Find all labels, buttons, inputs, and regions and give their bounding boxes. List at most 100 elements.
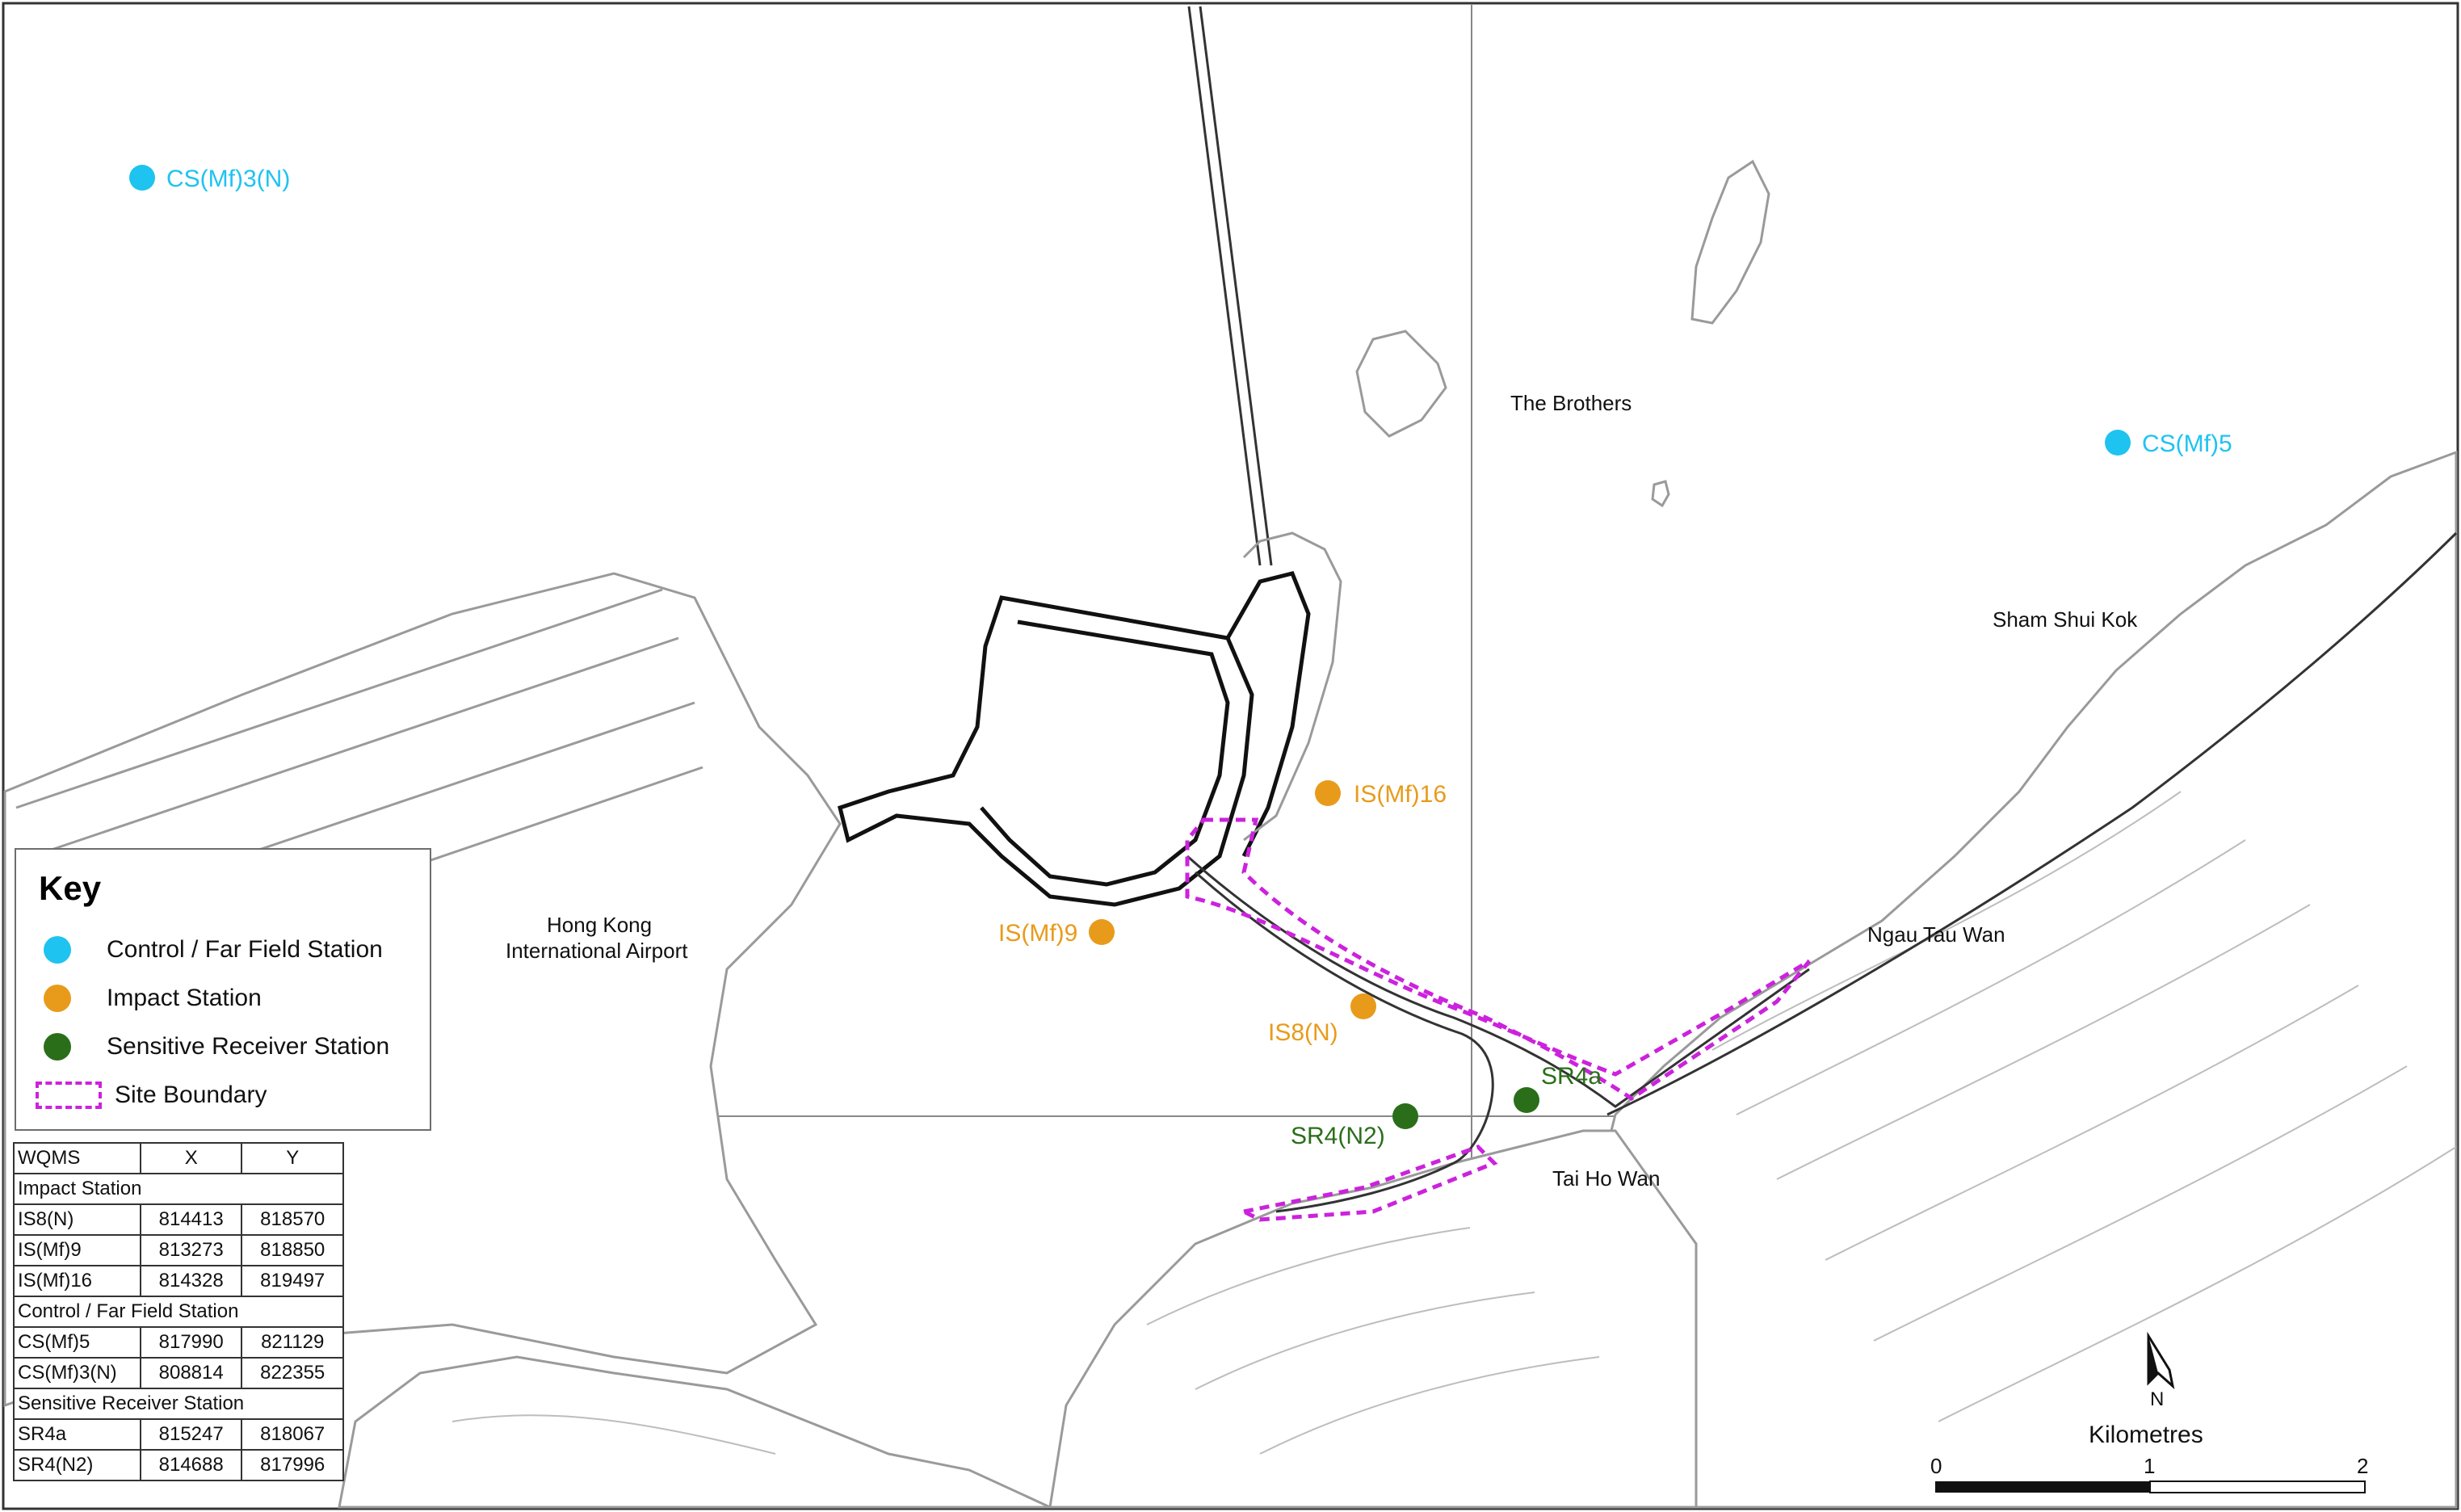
label-the-brothers: The Brothers — [1510, 391, 1632, 415]
reclamation-outline — [1242, 531, 1342, 842]
table-section-row: Impact Station — [13, 1173, 344, 1205]
station-label: IS(Mf)16 — [1354, 781, 1447, 808]
station-is8-n[interactable]: IS8(N) — [1268, 993, 1376, 1046]
bcf-island — [838, 571, 1311, 907]
table-cell: 817990 — [139, 1326, 243, 1359]
station-sr4-n2[interactable]: SR4(N2) — [1291, 1103, 1418, 1149]
brothers-south-islet — [1651, 480, 1670, 508]
key-item-label: Impact Station — [107, 985, 262, 1011]
table-cell: IS(Mf)16 — [13, 1265, 141, 1297]
station-cs-mf-3-n[interactable]: CS(Mf)3(N) — [129, 165, 290, 192]
station-label: CS(Mf)5 — [2142, 430, 2232, 457]
contour-lines — [451, 791, 2457, 1455]
table-cell: CS(Mf)5 — [13, 1326, 141, 1359]
site-boundary[interactable] — [1185, 817, 1811, 1222]
key-item-label: Site Boundary — [115, 1082, 267, 1108]
land-layer — [3, 159, 2458, 1509]
table-cell: CS(Mf)3(N) — [13, 1357, 141, 1389]
station-cs-mf-5[interactable]: CS(Mf)5 — [2105, 430, 2232, 457]
table-cell: 822355 — [241, 1357, 344, 1389]
north-arrow-icon: N — [2147, 1331, 2175, 1410]
scale-tick-0: 0 — [1930, 1454, 1942, 1478]
label-hk-airport-line2: International Airport — [506, 939, 688, 963]
table-cell: 813273 — [139, 1234, 243, 1266]
table-cell: SR4a — [13, 1418, 141, 1451]
station-is-mf-9[interactable]: IS(Mf)9 — [998, 919, 1115, 947]
scale-bar: Kilometres 0 1 2 — [1930, 1422, 2368, 1493]
table-cell: 808814 — [139, 1357, 243, 1389]
table-section-row: Control / Far Field Station — [13, 1296, 344, 1328]
control-station-icon — [44, 936, 71, 964]
station-label: SR4(N2) — [1291, 1123, 1385, 1149]
station-label: IS(Mf)9 — [998, 920, 1077, 947]
site-boundary-icon — [36, 1082, 102, 1109]
header-x: X — [139, 1142, 243, 1174]
label-hk-airport-line1: Hong Kong — [547, 913, 652, 937]
scale-tick-1: 1 — [2144, 1454, 2155, 1478]
station-sr4a[interactable]: SR4a — [1514, 1063, 1602, 1113]
table-cell: 814413 — [139, 1203, 243, 1236]
key-item-sensitive: Sensitive Receiver Station — [44, 1026, 389, 1068]
impact-station-icon — [44, 985, 71, 1012]
table-cell: IS8(N) — [13, 1203, 141, 1236]
station-is-mf-16[interactable]: IS(Mf)16 — [1315, 780, 1447, 808]
label-sham-shui-kok: Sham Shui Kok — [1993, 607, 2138, 632]
island-west — [1355, 330, 1447, 438]
key-item-control: Control / Far Field Station — [44, 929, 383, 971]
hzmb-bridge — [1187, 6, 1273, 566]
station-dot — [2105, 430, 2131, 456]
table-cell: 815247 — [139, 1418, 243, 1451]
table-cell: 821129 — [241, 1326, 344, 1359]
station-dot — [1350, 993, 1376, 1019]
table-cell: IS(Mf)9 — [13, 1234, 141, 1266]
key-item-site-boundary: Site Boundary — [36, 1074, 267, 1116]
scale-title: Kilometres — [2089, 1422, 2203, 1448]
table-cell: 819497 — [241, 1265, 344, 1297]
station-dot — [1514, 1087, 1539, 1113]
link-road — [1186, 531, 2458, 1213]
table-cell: 814688 — [139, 1449, 243, 1481]
map-key: Key Control / Far Field Station Impact S… — [15, 848, 431, 1131]
table-cell: 818067 — [241, 1418, 344, 1451]
table-cell: 817996 — [241, 1449, 344, 1481]
key-item-label: Sensitive Receiver Station — [107, 1033, 390, 1060]
key-item-impact: Impact Station — [44, 977, 262, 1019]
table-cell: 814328 — [139, 1265, 243, 1297]
station-label: SR4a — [1541, 1063, 1602, 1090]
station-label: IS8(N) — [1268, 1019, 1338, 1046]
table-header-row: WQMS X Y — [13, 1142, 344, 1174]
header-wqms: WQMS — [13, 1142, 141, 1174]
sensitive-receiver-icon — [44, 1033, 71, 1060]
station-dot — [129, 165, 155, 191]
table-cell: Sensitive Receiver Station — [13, 1388, 344, 1420]
sw-landmass — [338, 1355, 1051, 1509]
station-dot — [1315, 780, 1341, 806]
key-item-label: Control / Far Field Station — [107, 936, 383, 963]
label-tai-ho-wan: Tai Ho Wan — [1552, 1166, 1660, 1191]
table-cell: Impact Station — [13, 1173, 344, 1205]
label-ngau-tau-wan: Ngau Tau Wan — [1867, 922, 2005, 947]
key-title: Key — [39, 869, 102, 907]
station-label: CS(Mf)3(N) — [166, 166, 290, 192]
station-dot — [1089, 919, 1115, 945]
table-cell: 818570 — [241, 1203, 344, 1236]
scale-segment-filled — [1935, 1481, 2150, 1493]
brothers-north-island — [1690, 159, 1770, 325]
north-label: N — [2150, 1388, 2164, 1410]
scale-segment-empty — [2149, 1480, 2366, 1493]
station-dot — [1392, 1103, 1418, 1129]
table-cell: 818850 — [241, 1234, 344, 1266]
scale-tick-2: 2 — [2357, 1454, 2368, 1478]
header-y: Y — [241, 1142, 344, 1174]
table-cell: Control / Far Field Station — [13, 1296, 344, 1328]
